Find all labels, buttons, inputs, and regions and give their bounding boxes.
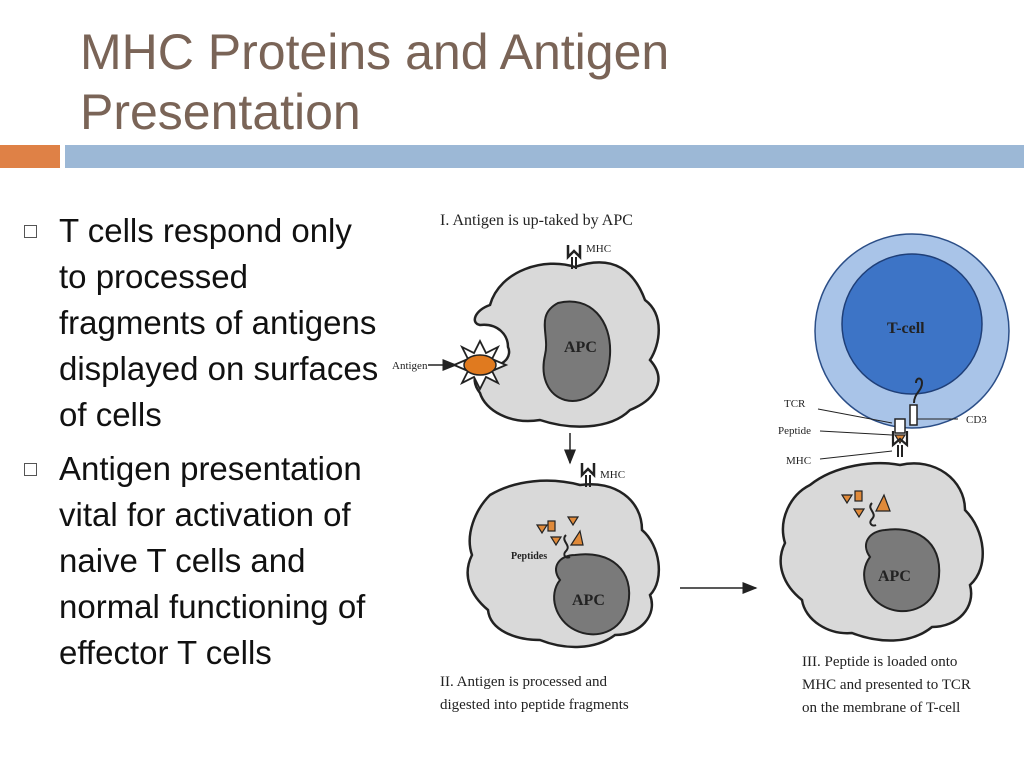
tcell-label: T-cell <box>887 320 925 337</box>
bullet-item: Antigen presentation vital for activatio… <box>22 446 387 676</box>
peptide-fragments-icon <box>840 490 891 527</box>
mhc-label: MHC <box>586 243 611 255</box>
stage3-caption-line3: on the membrane of T-cell <box>802 700 960 716</box>
title-line-1: MHC Proteins and Antigen <box>80 24 670 80</box>
stage1-caption: I. Antigen is up-taked by APC <box>440 212 633 229</box>
apc-label: APC <box>878 568 911 585</box>
mhc-peptide-complex-icon <box>891 431 909 457</box>
title-accent-blue <box>65 145 1024 168</box>
mhc-label: MHC <box>786 455 811 467</box>
mhc-receptor-icon <box>566 245 582 269</box>
t-cell: T-cell <box>814 233 1010 429</box>
tcr-label: TCR <box>784 398 806 410</box>
apc-label: APC <box>564 339 597 356</box>
antigen-presentation-diagram: I. Antigen is up-taked by APC APC MHC An… <box>392 212 1010 716</box>
antigen-icon <box>451 338 509 392</box>
peptide-fragments-icon <box>535 516 584 559</box>
mhc-label: MHC <box>600 469 625 481</box>
peptides-label: Peptides <box>511 551 547 562</box>
stage3-caption-line1: III. Peptide is loaded onto <box>802 654 957 670</box>
stage1-apc-cell: APC <box>473 261 660 428</box>
bullet-text: Antigen presentation vital for activatio… <box>59 450 366 671</box>
mhc-receptor-icon <box>580 463 596 487</box>
stage3-caption-line2: MHC and presented to TCR <box>802 677 971 693</box>
stage3-apc-cell: APC <box>779 461 984 642</box>
stage2-caption-line2: digested into peptide fragments <box>440 697 629 713</box>
bullet-text: T cells respond only to processed fragme… <box>59 212 379 433</box>
square-bullet-icon <box>24 225 37 238</box>
peptide-label: Peptide <box>778 425 811 437</box>
apc-label: APC <box>572 592 605 609</box>
bullet-item: T cells respond only to processed fragme… <box>22 208 387 438</box>
title-line-2: Presentation <box>80 84 361 140</box>
bullet-list: T cells respond only to processed fragme… <box>22 208 387 684</box>
cd3-label: CD3 <box>966 414 987 426</box>
slide-title: MHC Proteins and Antigen Presentation <box>80 22 980 142</box>
square-bullet-icon <box>24 463 37 476</box>
stage2-apc-cell: APC <box>466 479 661 649</box>
tcr-receptor-icon <box>894 377 924 434</box>
title-accent-orange <box>0 145 60 168</box>
antigen-label: Antigen <box>392 360 428 372</box>
stage2-caption-line1: II. Antigen is processed and <box>440 674 608 690</box>
